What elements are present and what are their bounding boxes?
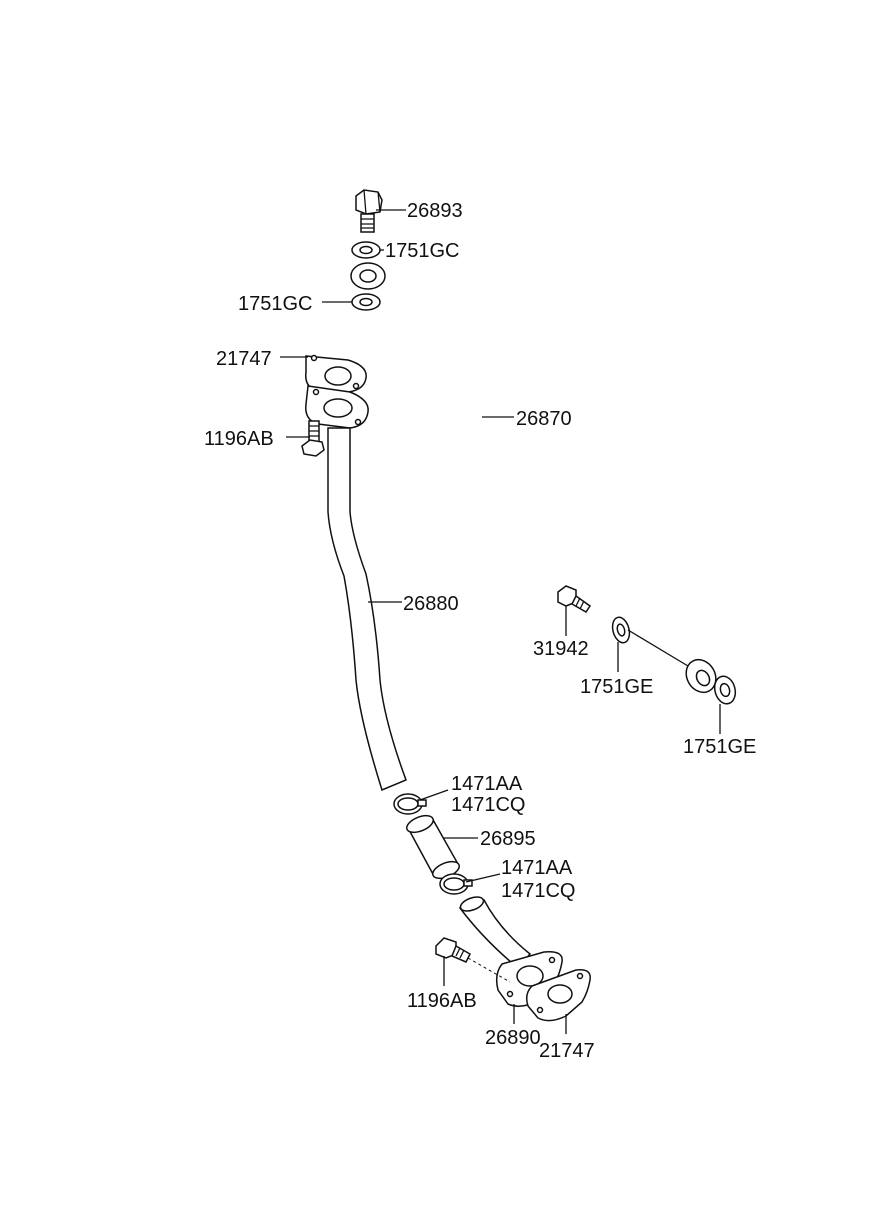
- bolt-31942[interactable]: [557, 585, 592, 613]
- label-26890: 26890: [485, 1027, 541, 1049]
- label-1751ge-right: 1751GE: [683, 736, 756, 758]
- label-1471aa-lower: 1471AA: [501, 857, 573, 879]
- label-26880: 26880: [403, 593, 459, 615]
- label-1751gc-top: 1751GC: [385, 240, 460, 262]
- bolt-1196ab-top[interactable]: [301, 420, 325, 457]
- label-1196ab-top: 1196AB: [204, 428, 274, 450]
- banjo-bolt-26893[interactable]: [355, 189, 383, 233]
- bolt-alignment-line-bottom: [467, 957, 511, 983]
- label-1196ab-bottom: 1196AB: [407, 990, 477, 1012]
- hose-clamp-lower[interactable]: [439, 873, 473, 895]
- oil-return-pipe-26880[interactable]: [327, 427, 407, 792]
- gasket-21747-top[interactable]: [305, 354, 367, 393]
- label-1471cq-lower: 1471CQ: [501, 880, 576, 902]
- flange-26880-top[interactable]: [305, 385, 369, 429]
- label-31942: 31942: [533, 638, 589, 660]
- leader-lines: [280, 209, 721, 1034]
- hose-26895[interactable]: [404, 812, 461, 881]
- washer-1751gc-top[interactable]: [351, 241, 381, 259]
- hose-clamp-upper[interactable]: [393, 793, 427, 815]
- bolt-1196ab-bottom[interactable]: [435, 937, 471, 963]
- label-1751gc-left: 1751GC: [238, 293, 313, 315]
- label-1751ge-mid: 1751GE: [580, 676, 653, 698]
- washer-1751gc-left[interactable]: [351, 293, 381, 311]
- label-21747-top: 21747: [216, 348, 272, 370]
- return-pipe-26890[interactable]: [458, 894, 563, 1007]
- label-26870: 26870: [516, 408, 572, 430]
- gasket-21747-bottom[interactable]: [525, 968, 591, 1022]
- label-26895: 26895: [480, 828, 536, 850]
- washer-1751ge-mid[interactable]: [610, 615, 632, 644]
- label-1471cq-upper: 1471CQ: [451, 794, 526, 816]
- label-1471aa-upper: 1471AA: [451, 773, 523, 795]
- washer-1751ge-right[interactable]: [712, 674, 739, 706]
- washer-alignment-line: [627, 629, 689, 667]
- label-21747-bottom: 21747: [539, 1040, 595, 1062]
- label-26893: 26893: [407, 200, 463, 222]
- oil-feed-pipe-26870[interactable]: [350, 262, 722, 698]
